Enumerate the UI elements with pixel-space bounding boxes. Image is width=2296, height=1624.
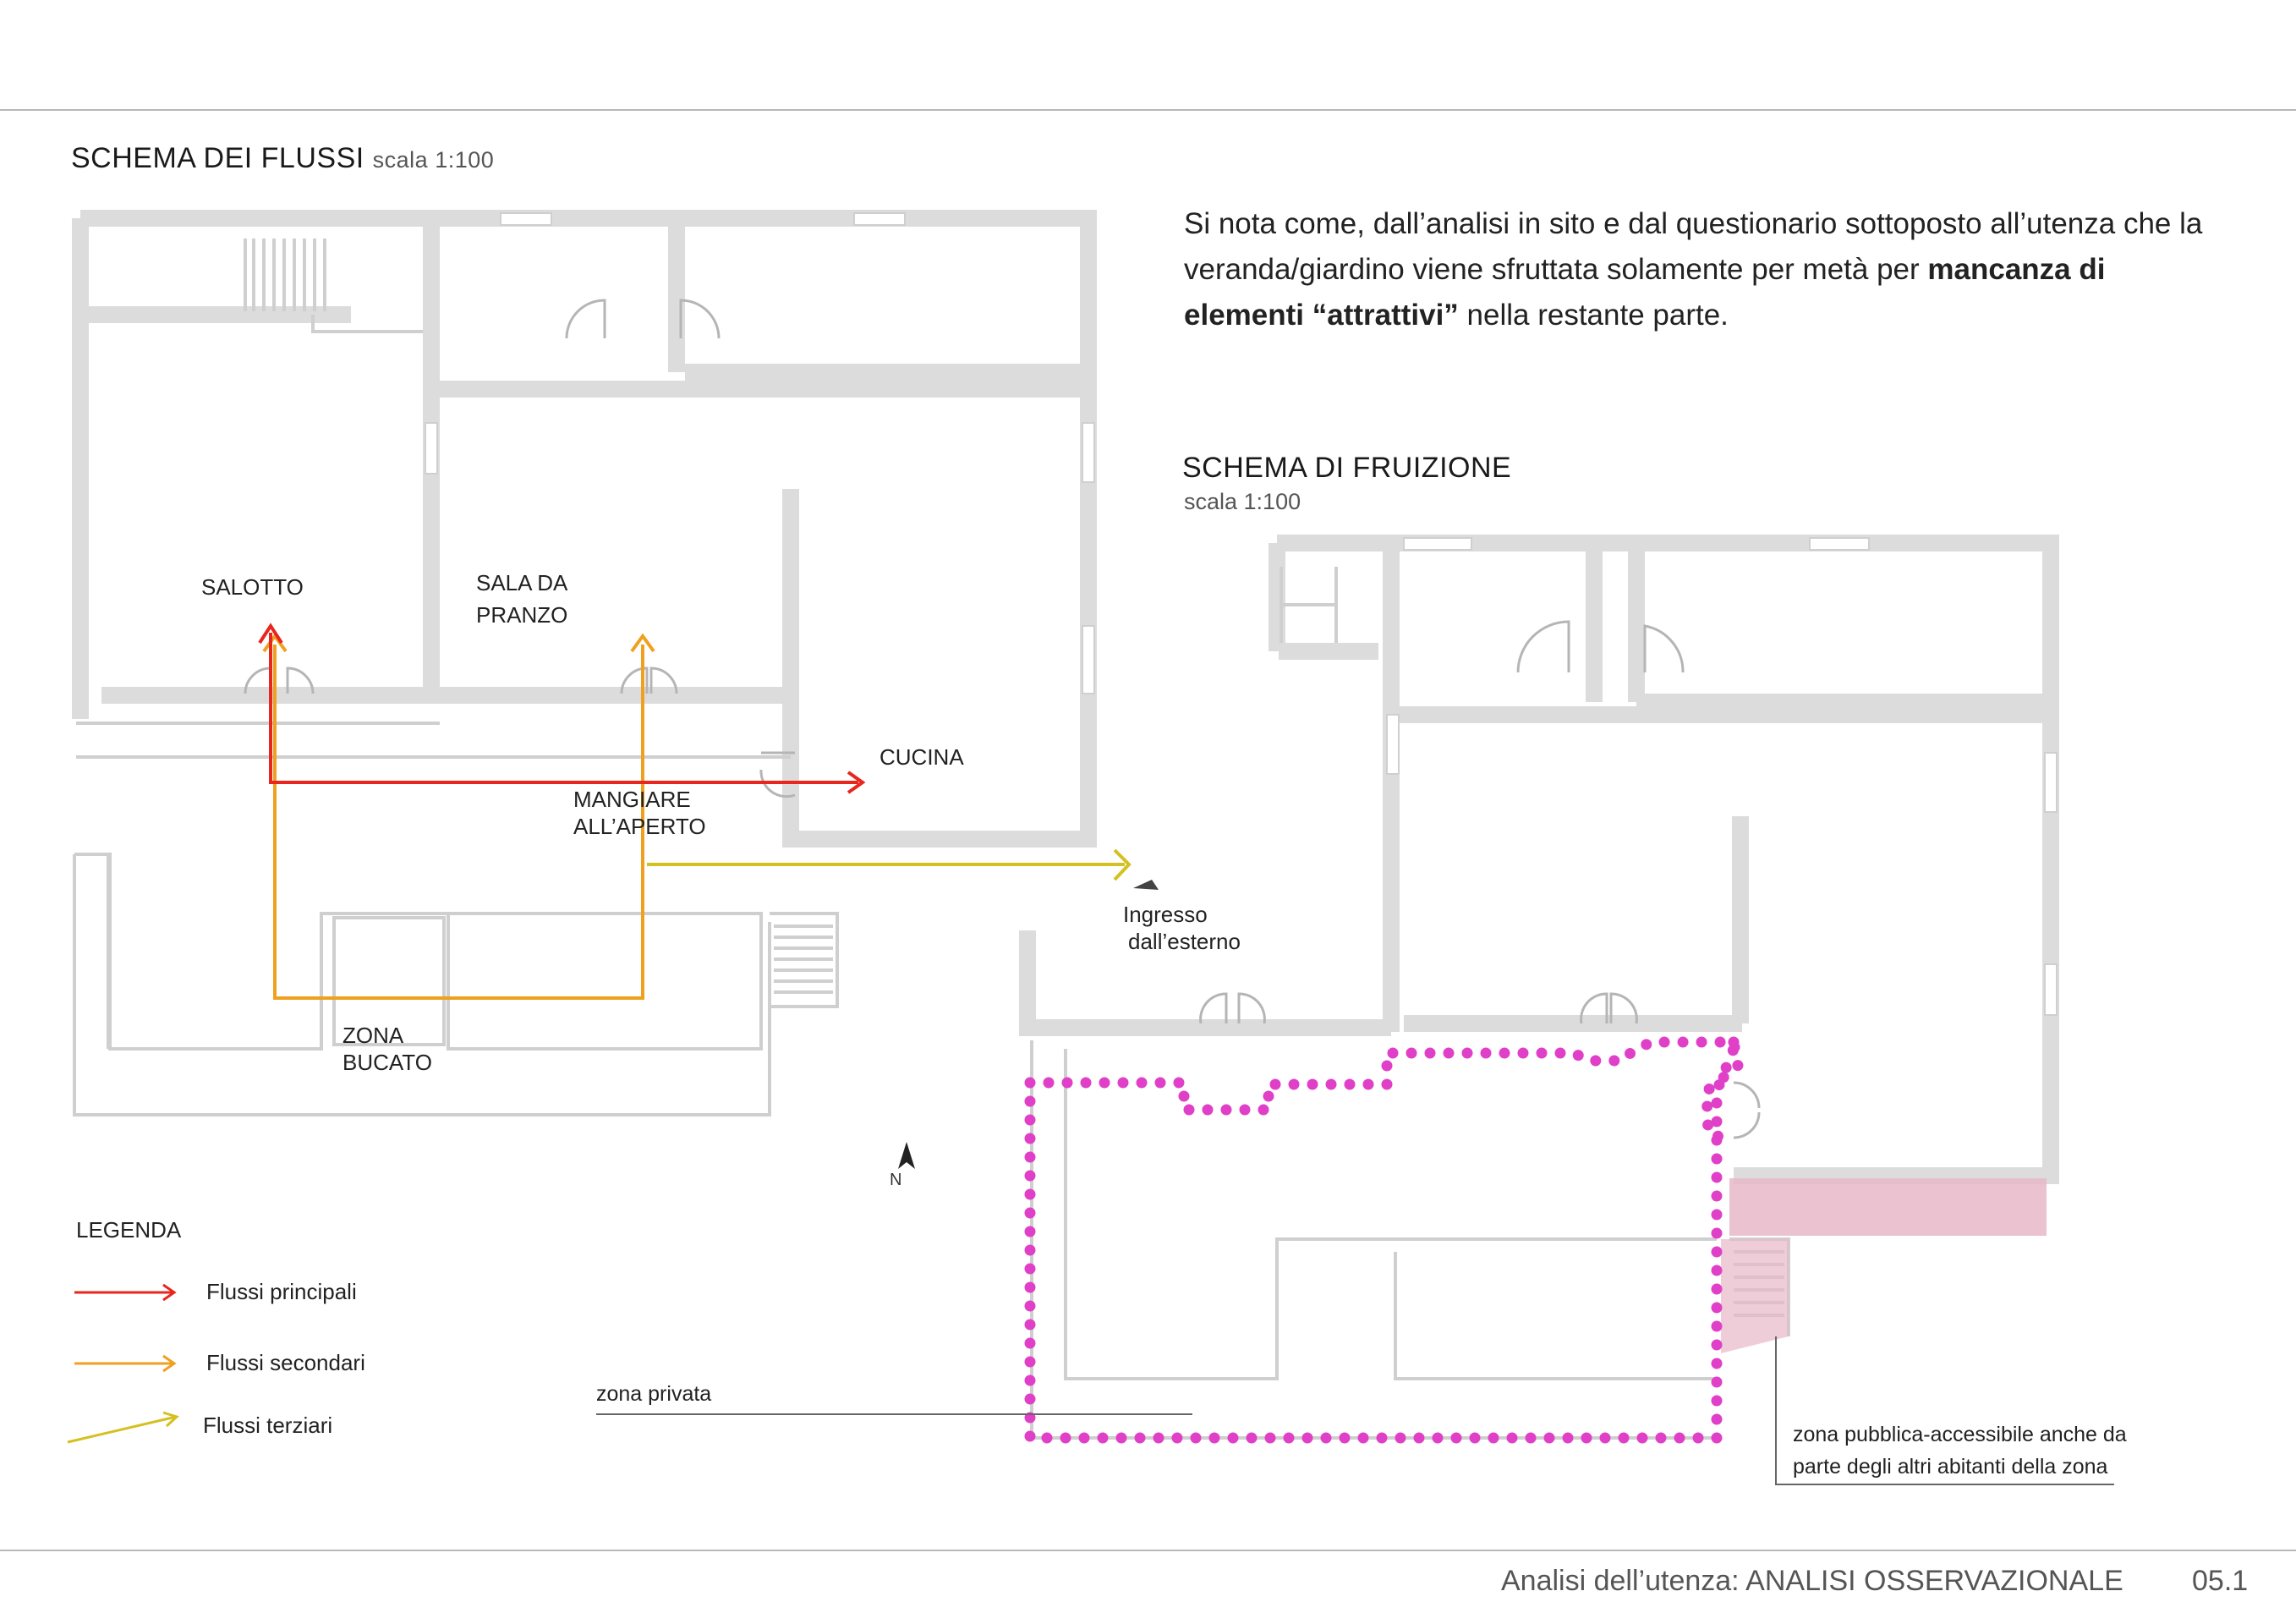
public-zone-leader: [1775, 1336, 2114, 1485]
room-bucato-line2: BUCATO: [342, 1050, 432, 1075]
entrance-line1: Ingresso: [1123, 902, 1208, 927]
public-zone-band: [1729, 1178, 2047, 1236]
footer-page-number: 05.1: [2192, 1565, 2249, 1597]
note-bold: mancanza di elementi “attrattivi”: [1184, 253, 2106, 332]
entrance-arrow-icon: [1133, 880, 1159, 890]
top-rule: [0, 109, 2296, 111]
legend-title: LEGENDA: [76, 1217, 182, 1243]
legend-arrow-secondary: [74, 1354, 177, 1373]
private-zone-boundary: [1024, 1036, 1745, 1444]
bottom-rule: [0, 1550, 2296, 1551]
private-zone-label: zona privata: [596, 1382, 712, 1406]
legend-arrow-primary: [74, 1283, 177, 1302]
stairs-lower: [770, 912, 839, 1008]
room-mangiare-line2: ALL’APERTO: [573, 814, 706, 839]
room-cucina: CUCINA: [879, 744, 964, 770]
flow-scheme-title: SCHEMA DEI FLUSSI scala 1:100: [71, 142, 494, 175]
flow-primary: [258, 623, 866, 794]
footer-section: Analisi dell’utenza: ANALISI OSSERVAZION…: [1501, 1565, 2123, 1597]
legend-item-primary: Flussi principali: [206, 1279, 357, 1304]
note-part2: nella restante parte.: [1458, 299, 1729, 332]
fruition-plan: [596, 535, 2114, 1485]
note-part1: Si nota come, dall’analisi in sito e dal…: [1184, 207, 2203, 286]
use-scheme-title: SCHEMA DI FRUIZIONE: [1182, 452, 1512, 484]
north-arrow-icon: [898, 1142, 915, 1169]
flow-secondary: [262, 633, 655, 1000]
flow-scheme-scale: scala 1:100: [372, 147, 495, 173]
north-label: N: [890, 1171, 902, 1189]
room-sala-line2: PRANZO: [476, 602, 568, 628]
use-scheme-scale: scala 1:100: [1184, 489, 1301, 514]
room-bucato-line1: ZONA: [342, 1023, 404, 1048]
legend-item-tertiary: Flussi terziari: [203, 1413, 333, 1438]
stairs-right-upper: [1280, 567, 1338, 643]
room-mangiare-line1: MANGIARE: [573, 787, 691, 812]
legend-item-secondary: Flussi secondari: [206, 1350, 365, 1375]
legend-arrow-tertiary: [67, 1411, 179, 1444]
entrance-line2: dall’esterno: [1128, 929, 1241, 954]
public-zone-line2: parte degli altri abitanti della zona: [1793, 1455, 2108, 1479]
public-zone-line1: zona pubblica-accessibile anche da: [1793, 1423, 2127, 1446]
room-sala-line1: SALA DA: [476, 570, 568, 595]
flow-tertiary: [647, 848, 1132, 881]
stairs-upper: [244, 239, 423, 333]
room-salotto: SALOTTO: [201, 574, 304, 600]
flow-scheme-title-text: SCHEMA DEI FLUSSI: [71, 142, 364, 174]
note-paragraph: Si nota come, dall’analisi in sito e dal…: [1184, 201, 2216, 338]
flow-plan: [72, 210, 1159, 1116]
